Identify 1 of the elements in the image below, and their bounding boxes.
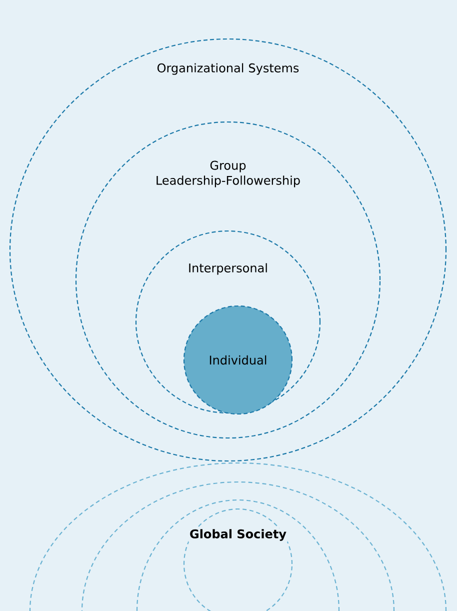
ripple-label: Global Society (188, 528, 288, 542)
